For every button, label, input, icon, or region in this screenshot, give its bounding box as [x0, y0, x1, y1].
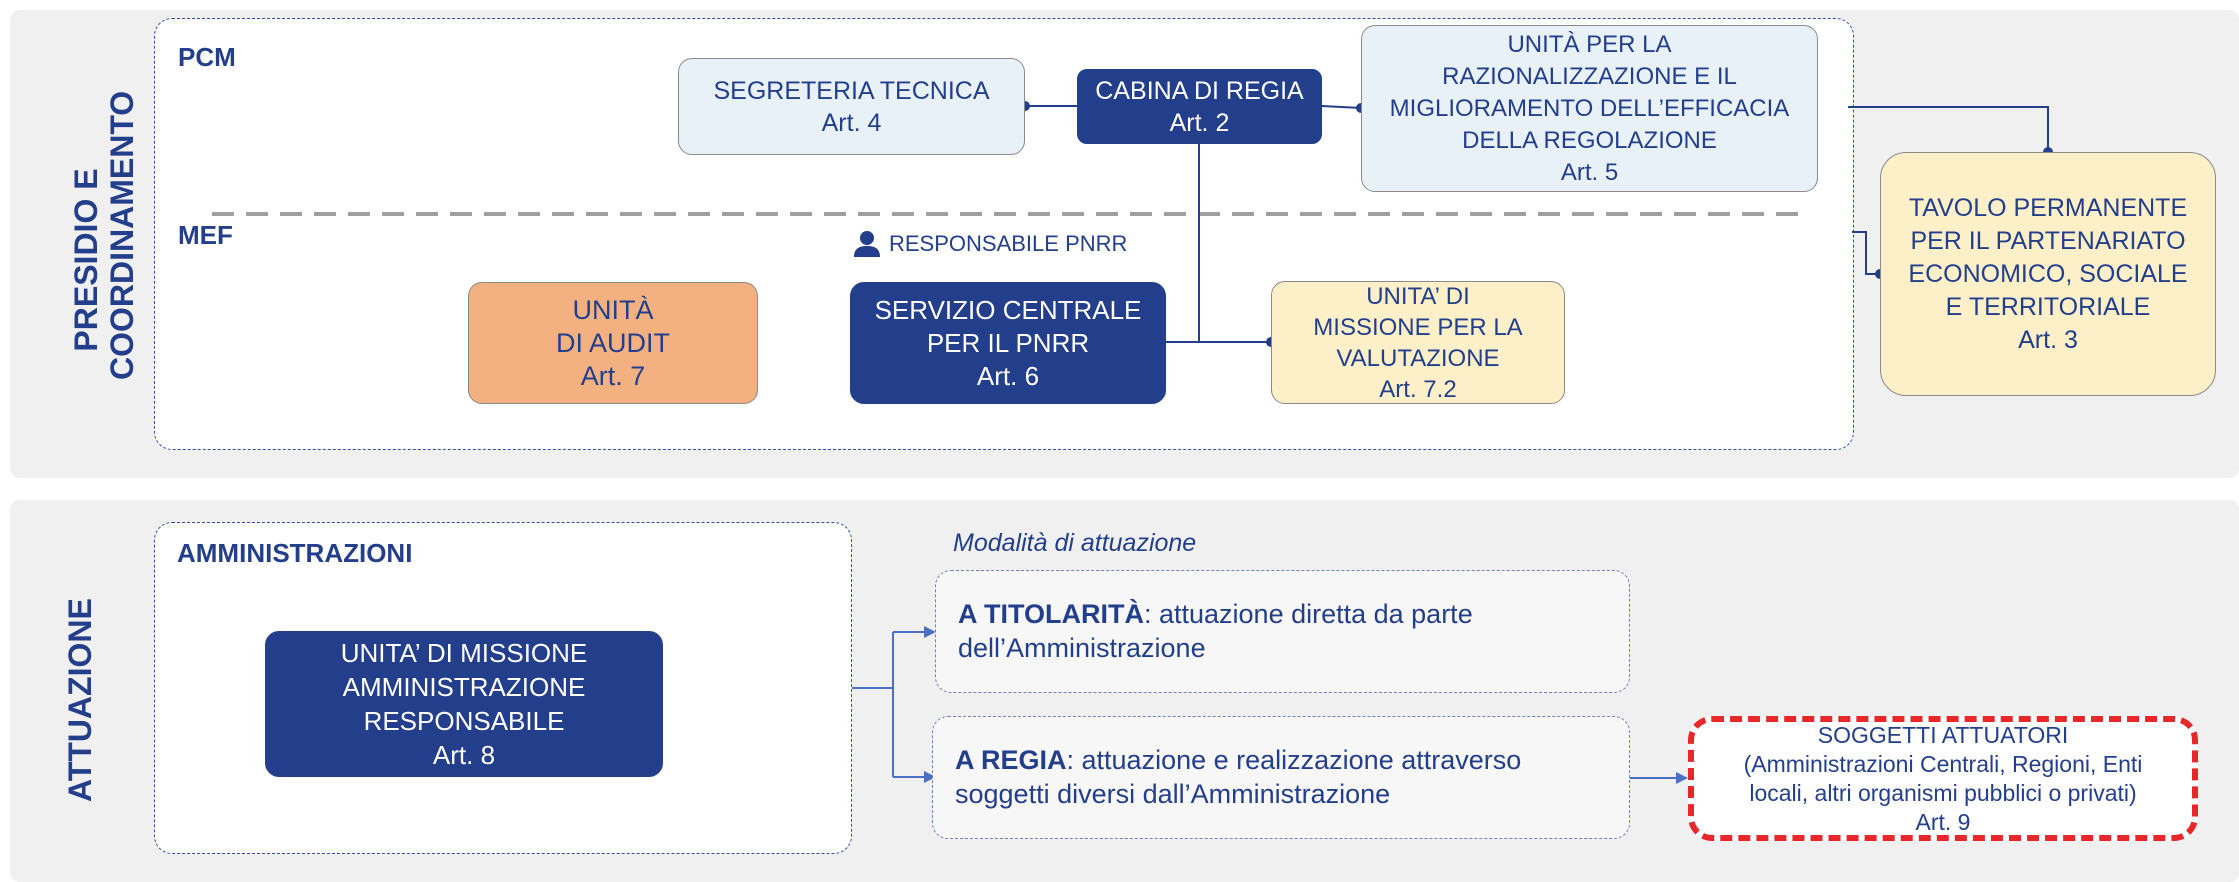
modalita-label: Modalità di attuazione	[953, 529, 1197, 557]
cabina-di-regia-box: CABINA DI REGIA Art. 2	[1077, 69, 1322, 144]
unita-missione-box: UNITA’ DI MISSIONE AMMINISTRAZIONE RESPO…	[265, 631, 663, 777]
pcm-title: PCM	[178, 42, 236, 72]
amministrazioni-title: AMMINISTRAZIONI	[177, 538, 413, 568]
unita-regolazione-box: UNITÀ PER LA RAZIONALIZZAZIONE E IL MIGL…	[1361, 25, 1818, 192]
titolarita-box: A TITOLARITÀ: attuazione diretta da part…	[935, 570, 1630, 693]
tavolo-permanente-box: TAVOLO PERMANENTE PER IL PARTENARIATO EC…	[1880, 152, 2216, 396]
titolarita-text: : attuazione diretta da parte dell’Ammin…	[958, 599, 1473, 663]
titolarita-bold: A TITOLARITÀ	[958, 599, 1144, 629]
unita-di-audit-box: UNITÀ DI AUDIT Art. 7	[468, 282, 758, 404]
regia-text: : attuazione e realizzazione attraverso …	[955, 745, 1522, 809]
unita-valutazione-box: UNITA’ DI MISSIONE PER LA VALUTAZIONE Ar…	[1271, 281, 1565, 404]
regia-box: A REGIA: attuazione e realizzazione attr…	[932, 716, 1630, 839]
segreteria-tecnica-box: SEGRETERIA TECNICA Art. 4	[678, 58, 1025, 155]
regia-bold: A REGIA	[955, 745, 1067, 775]
servizio-centrale-box: SERVIZIO CENTRALE PER IL PNRR Art. 6	[850, 282, 1166, 404]
responsabile-pnrr-label: RESPONSABILE PNRR	[853, 230, 1127, 258]
responsabile-pnrr-text: RESPONSABILE PNRR	[889, 231, 1128, 256]
mef-title: MEF	[178, 220, 233, 250]
person-icon	[854, 231, 880, 257]
soggetti-attuatori-box: SOGGETTI ATTUATORI (Amministrazioni Cent…	[1688, 716, 2198, 841]
